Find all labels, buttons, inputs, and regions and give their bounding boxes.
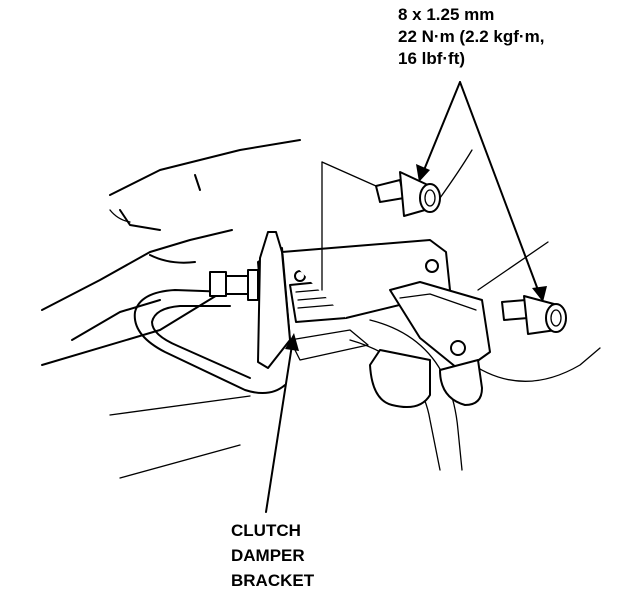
lower-bolt <box>501 295 567 335</box>
torque-leader-arrows <box>416 81 547 302</box>
bolt-torque-spec: 8 x 1.25 mm 22 N·m (2.2 kgf·m, 16 lbf·ft… <box>398 4 544 70</box>
torque-lbf-label: 16 lbf·ft) <box>398 49 466 68</box>
bracket-leader-arrow <box>265 333 299 513</box>
guide-tube <box>133 289 286 395</box>
upper-bolt <box>375 171 441 217</box>
torque-nm-label: 22 N·m (2.2 kgf·m, <box>398 27 545 46</box>
lower-mount <box>369 340 483 408</box>
arrowhead-upper-bolt <box>416 164 430 182</box>
arrowhead-lower-bolt <box>532 286 547 302</box>
bolt-size-label: 8 x 1.25 mm <box>398 5 495 24</box>
reference-lines <box>321 149 549 291</box>
body-panel-outline <box>41 139 301 479</box>
arrowhead-bracket <box>285 333 299 351</box>
bracket-callout-label: CLUTCH DAMPER BRACKET <box>231 518 314 593</box>
callout-line-2: DAMPER <box>231 546 305 565</box>
callout-line-1: CLUTCH <box>231 521 301 540</box>
callout-line-3: BRACKET <box>231 571 315 590</box>
